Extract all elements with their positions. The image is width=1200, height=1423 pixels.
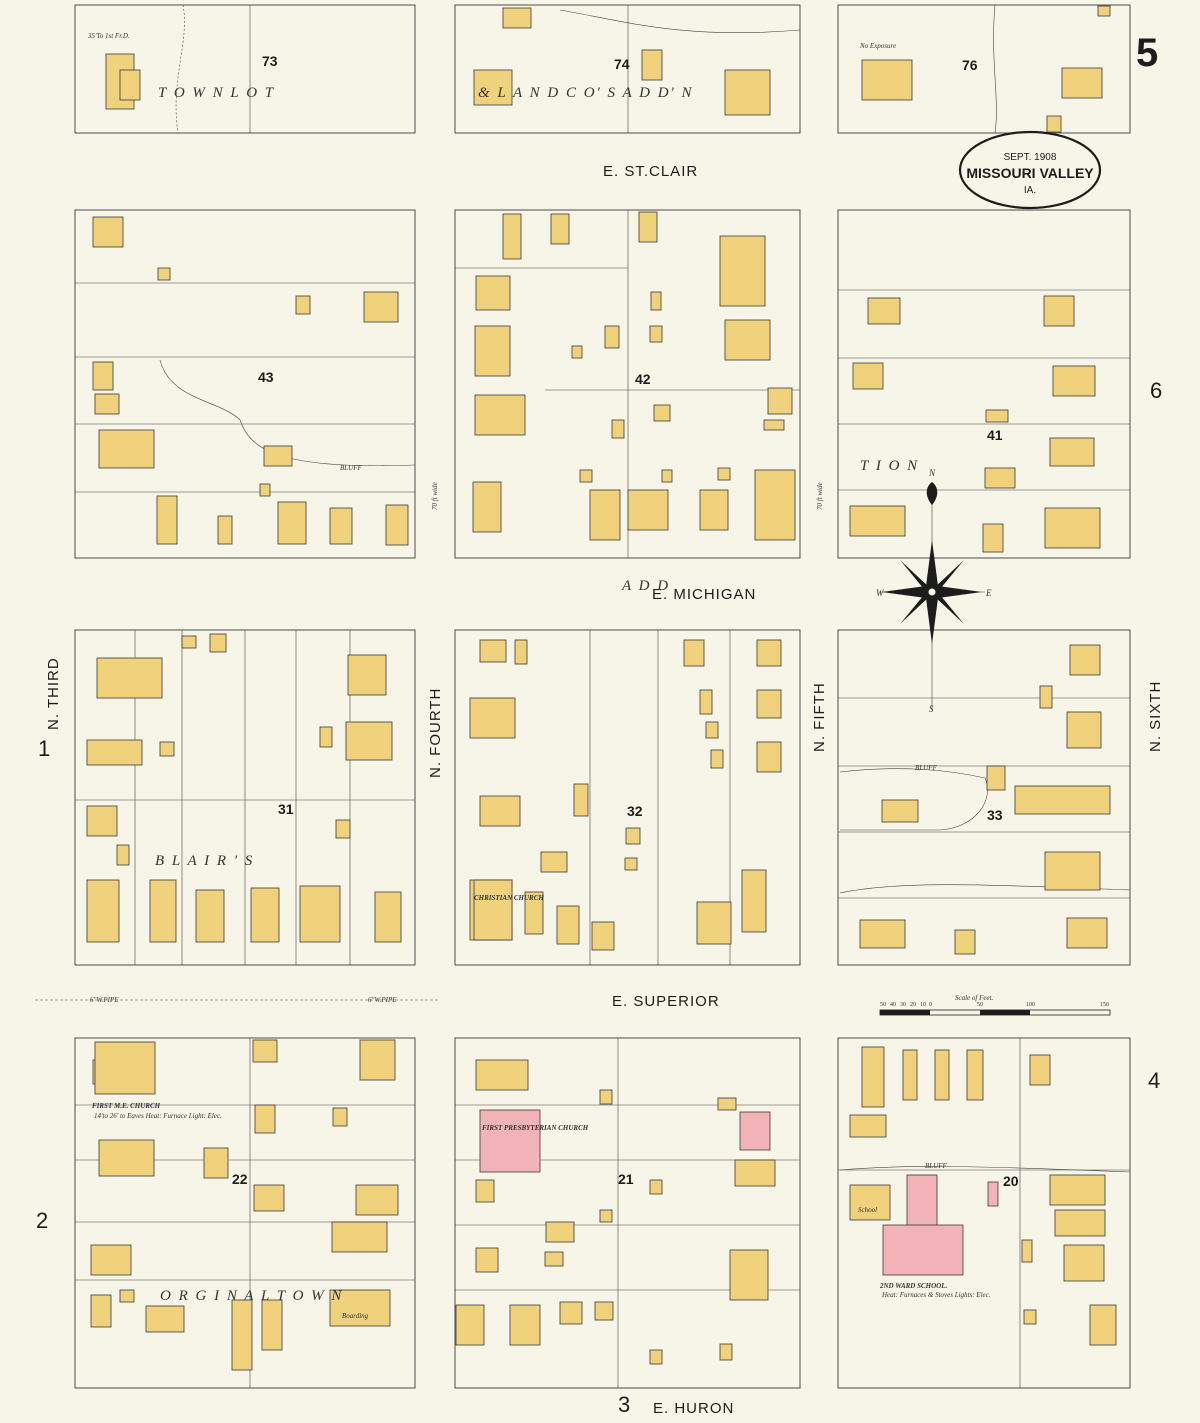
block-numbers: 73 74 76 43 42 41 31 32 33 22 21 20 <box>232 53 1019 1189</box>
scale-tick: 30 <box>900 1002 906 1008</box>
compass-w: W <box>876 588 885 598</box>
block-number: 31 <box>278 801 294 817</box>
masonry-buildings <box>479 1109 999 1276</box>
scale-tick: 20 <box>910 1002 916 1008</box>
addition-tion: T I O N <box>860 458 919 474</box>
first-me-church-label: FIRST M.E. CHURCH <box>92 1102 161 1110</box>
fire-dept-note: 35'To 1st Fr.D. <box>87 32 130 40</box>
title-cartouche: SEPT. 1908 MISSOURI VALLEY IA. <box>958 130 1102 210</box>
sheet-ref: 1 <box>38 736 50 761</box>
bluff-note: BLUFF <box>915 764 938 772</box>
street-n-fifth: N. FIFTH <box>811 682 828 752</box>
block-42-outline <box>454 209 801 559</box>
school-label: School <box>858 1206 877 1214</box>
title-date: SEPT. 1908 <box>1004 152 1057 163</box>
width-note: 70 ft wide <box>431 482 439 510</box>
addition-town-lot: T O W N L O T <box>158 85 275 101</box>
church-buildings <box>94 879 513 1095</box>
block-outlines <box>74 4 1131 1389</box>
addition-original: O R G I N A L T O W N <box>160 1288 343 1304</box>
addition-land-cos: & L A N D C O' S A D D' N <box>478 85 694 101</box>
adjoining-sheet-numbers: 1 2 3 4 6 <box>36 378 1162 1417</box>
block-33-outline <box>837 629 1131 966</box>
block-number: 76 <box>962 57 978 73</box>
width-note: 70 ft wide <box>816 482 824 510</box>
street-e-st-clair: E. ST.CLAIR <box>603 163 698 180</box>
block-number: 20 <box>1003 1173 1019 1189</box>
street-e-superior: E. SUPERIOR <box>612 993 720 1010</box>
block-21-outline <box>454 1037 801 1389</box>
street-e-michigan: E. MICHIGAN <box>652 586 756 603</box>
scale-label: Scale of Feet. <box>955 994 994 1002</box>
map-notes: No Exposure 35'To 1st Fr.D. 70 ft wide 7… <box>35 32 948 1170</box>
second-ward-school-label: 2ND WARD SCHOOL. <box>879 1282 947 1290</box>
sheet-ref: 6 <box>1150 378 1162 403</box>
scale-tick: 10 <box>920 1002 926 1008</box>
scale-tick: 100 <box>1026 1002 1035 1008</box>
street-e-huron: E. HURON <box>653 1400 734 1417</box>
street-n-third: N. THIRD <box>45 657 62 730</box>
scale-tick: 150 <box>1100 1002 1109 1008</box>
block-32-outline <box>454 629 801 966</box>
block-41-outline <box>837 209 1131 559</box>
block-number: 22 <box>232 1171 248 1187</box>
scale-bar: Scale of Feet. 50 40 30 20 10 0 50 100 1… <box>879 994 1111 1016</box>
block-number: 43 <box>258 369 274 385</box>
boarding-label: Boarding <box>342 1312 369 1320</box>
block-20-outline <box>837 1037 1131 1389</box>
block-number: 42 <box>635 371 651 387</box>
block-number: 74 <box>614 56 630 72</box>
sheet-number: 5 <box>1136 31 1158 75</box>
scale-tick: 50 <box>977 1002 983 1008</box>
title-city: MISSOURI VALLEY <box>966 165 1094 181</box>
christian-church-label: CHRISTIAN CHURCH <box>474 894 544 902</box>
block-number: 41 <box>987 427 1003 443</box>
sheet-ref: 3 <box>618 1392 630 1417</box>
street-n-fourth: N. FOURTH <box>427 688 444 778</box>
bluff-note: BLUFF <box>340 464 363 472</box>
water-pipe-note: 6"W.PIPE <box>90 996 119 1004</box>
compass-rose: N S W E <box>876 468 992 714</box>
addition-blair: B L A I R ' S <box>155 853 254 869</box>
building-labels: FIRST M.E. CHURCH 14'to 26' to Eaves Hea… <box>92 894 991 1320</box>
street-n-sixth: N. SIXTH <box>1147 681 1164 752</box>
street-labels: E. ST.CLAIR E. MICHIGAN E. SUPERIOR E. H… <box>45 163 1164 1417</box>
no-exposure-note: No Exposure <box>859 42 896 50</box>
block-number: 21 <box>618 1171 634 1187</box>
scale-tick: 0 <box>929 1002 932 1008</box>
first-me-church-note: 14'to 26' to Eaves Heat: Furnace Light: … <box>94 1112 222 1120</box>
sheet-ref: 4 <box>1148 1068 1160 1093</box>
addition-labels: T O W N L O T & L A N D C O' S A D D' N … <box>155 85 919 1304</box>
compass-s: S <box>929 704 934 714</box>
compass-n: N <box>928 468 936 478</box>
sheet-ref: 2 <box>36 1208 48 1233</box>
block-number: 73 <box>262 53 278 69</box>
second-ward-school-note: Heat: Furnaces & Stoves Lights: Elec. <box>881 1291 991 1299</box>
title-state: IA. <box>1024 185 1036 196</box>
block-22-outline <box>74 1037 416 1389</box>
block-number: 33 <box>987 807 1003 823</box>
bluff-note: BLUFF <box>925 1162 948 1170</box>
block-number: 32 <box>627 803 643 819</box>
first-presbyterian-label: FIRST PRESBYTERIAN CHURCH <box>482 1124 589 1132</box>
compass-e: E <box>985 588 992 598</box>
scale-tick: 40 <box>890 1002 896 1008</box>
addition-add: A D D <box>621 578 670 594</box>
scale-tick: 50 <box>880 1002 886 1008</box>
buildings <box>86 5 1117 1371</box>
block-43-outline <box>74 209 416 559</box>
